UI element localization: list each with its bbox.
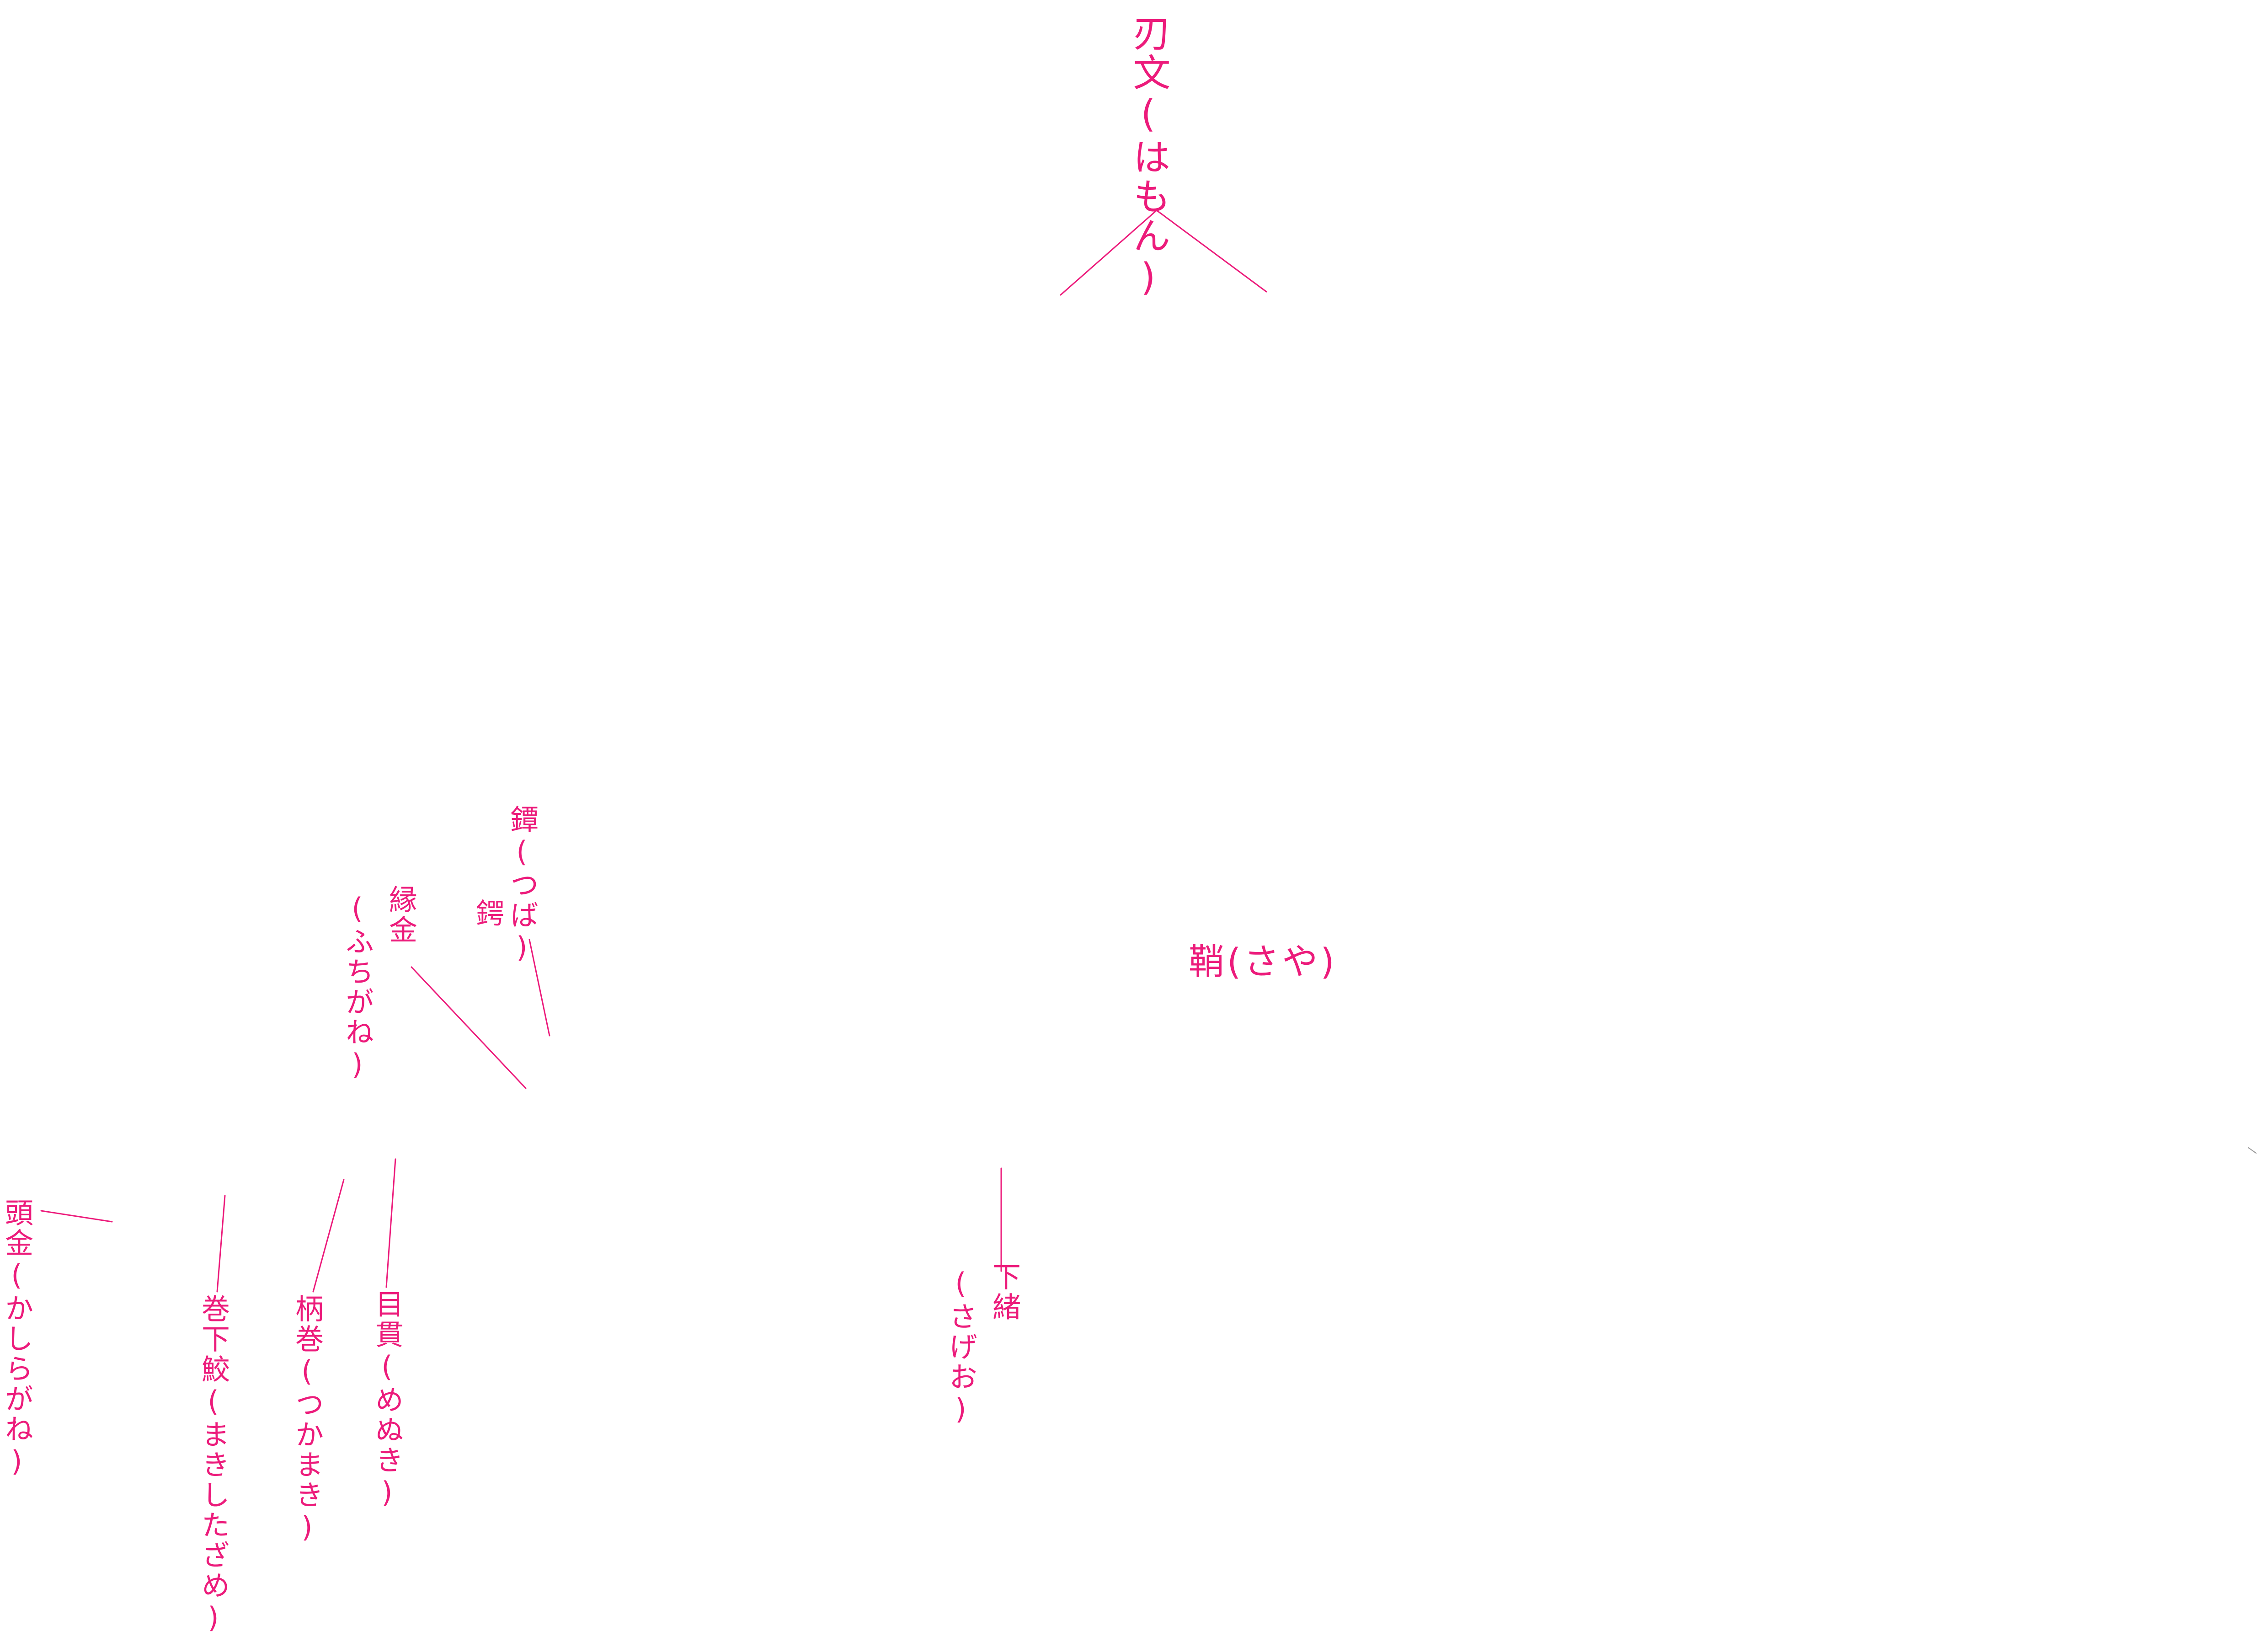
kashiragane-label: 頭金(かしらがね) [0,1198,33,1480]
hamon-leader-line [1060,209,1267,296]
sageo-kanji-label: 下緒 [987,1262,1021,1322]
fuchigane-reading-label: (ふちがね) [341,892,374,1083]
makishitazame-leader-line [216,1195,226,1293]
edge-mark [2248,1147,2257,1154]
menuki-leader-line [385,1158,396,1288]
fuchigane-kanji-label: 縁金 [384,885,417,945]
fuchigane-leader-line [411,966,527,1089]
tsuba-leader-line [528,939,550,1037]
tsuba-alt-label: 鍔 [471,898,504,929]
hamon-label: 刃文(はもん) [1126,14,1170,301]
kashiragane-leader-line [40,1210,113,1223]
tsukamaki-leader-line [312,1179,345,1293]
sageo-reading-label: (さげお) [944,1267,977,1427]
tsuba-label: 鐔(つば) [505,805,539,966]
tsukamaki-label: 柄巻(つかまき) [290,1294,324,1545]
menuki-label: 目貫(めぬき) [370,1289,404,1511]
saya-label: 鞘(さや) [1189,941,1337,983]
makishitazame-label: 巻下鮫(まきしたざめ) [197,1294,230,1636]
